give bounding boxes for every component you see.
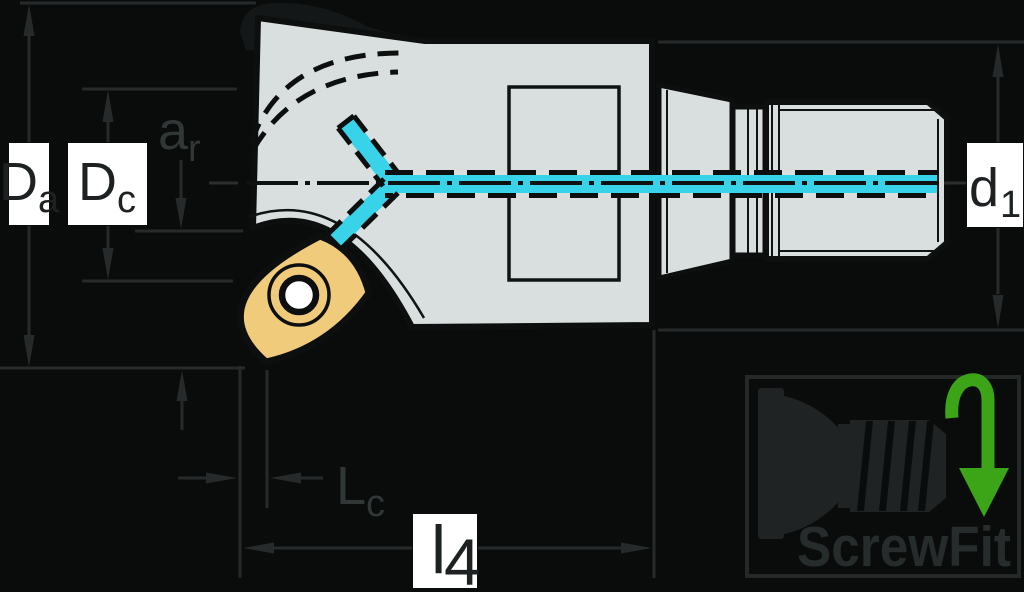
label-l4-sub: 4 [444,525,481,592]
label-ar-sub: r [188,128,201,170]
screw-icon [758,388,946,539]
hidden-pocket-arcs [248,50,405,152]
label-da-sub: a [38,179,60,221]
label-lc: L [336,456,366,516]
coolant-branch-lower [328,179,397,249]
label-box-dc [68,143,147,225]
coolant-hidden-outlines [325,113,939,251]
label-d1: d [969,158,999,218]
dimension-dc: D c [68,87,237,283]
dimension-ar: a r [135,101,243,430]
dimension-lc: L c [178,366,385,578]
dimension-da: D a [0,1,256,370]
dimension-l4: l 4 [243,330,656,592]
insert-screw-hole [278,274,320,316]
coolant-branch-upper [339,116,398,186]
indexable-insert [236,232,373,366]
dimension-d1: d 1 [658,40,1024,332]
rotation-arrow-icon [945,373,1009,517]
label-box-l4 [413,514,477,588]
label-box-d1 [967,143,1023,227]
label-dc-sub: c [117,179,136,221]
label-d1-sub: 1 [1000,184,1021,226]
logo-text: ScrewFit [797,515,1011,579]
label-lc-sub: c [366,483,385,525]
label-box-da [9,143,49,225]
label-l4: l [431,512,446,588]
insert-seat-circle [267,263,331,327]
label-ar: a [158,101,189,161]
coolant-channel [209,113,966,251]
screwfit-logo: ScrewFit [745,373,1021,579]
thread-slits [857,421,934,511]
label-da: D [0,152,38,212]
label-dc: D [78,152,117,212]
logo-border [745,375,1021,578]
